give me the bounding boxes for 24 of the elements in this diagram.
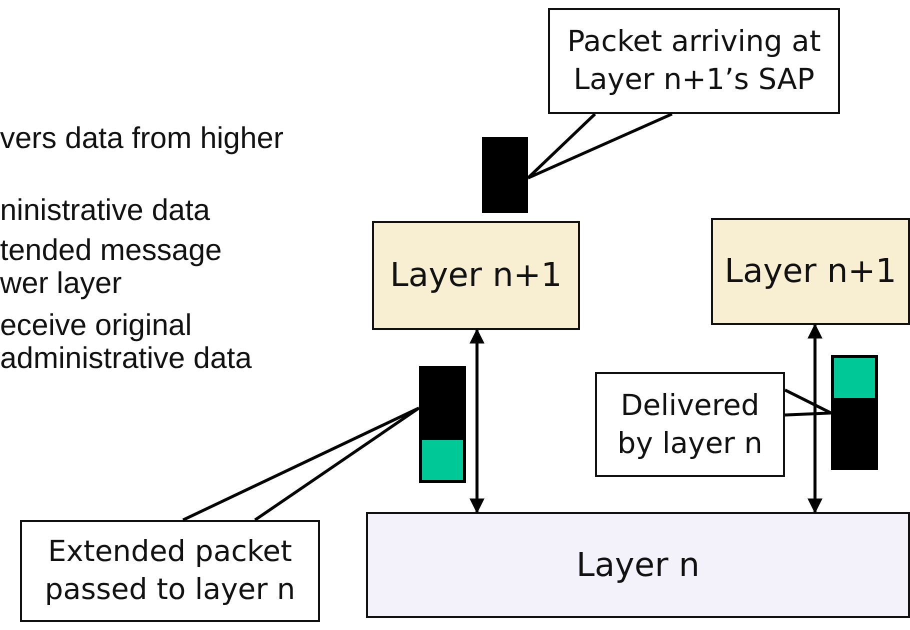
double-arrow [470, 328, 484, 514]
callout-pointer [182, 406, 420, 522]
double-arrow [808, 324, 822, 514]
packet-bar [482, 137, 528, 213]
note-text: vers data from higher [0, 122, 284, 155]
packet-bar [419, 366, 466, 483]
layer-box [372, 221, 580, 330]
callout-box [548, 8, 840, 114]
callout-pointer [784, 388, 832, 416]
node-text: Extended packet passed to layer n [44, 533, 296, 608]
node-text: Delivered by layer n [616, 386, 764, 462]
callout-pointer [526, 112, 674, 180]
node-text: Layer n [576, 544, 700, 586]
callout-box [20, 520, 320, 622]
node-text: Layer n+1 [724, 250, 897, 292]
note-text: ninistrative data [0, 194, 210, 227]
node-text: Packet arriving at Layer n+1’s SAP [566, 23, 822, 98]
callout-box [595, 372, 785, 477]
node-text: Layer n+1 [390, 254, 562, 296]
layer-box [366, 512, 910, 618]
layer-box [711, 218, 910, 325]
note-text: eceive original administrative data [0, 309, 253, 375]
note-text: tended message wer layer [0, 234, 223, 300]
packet-bar [831, 355, 878, 470]
